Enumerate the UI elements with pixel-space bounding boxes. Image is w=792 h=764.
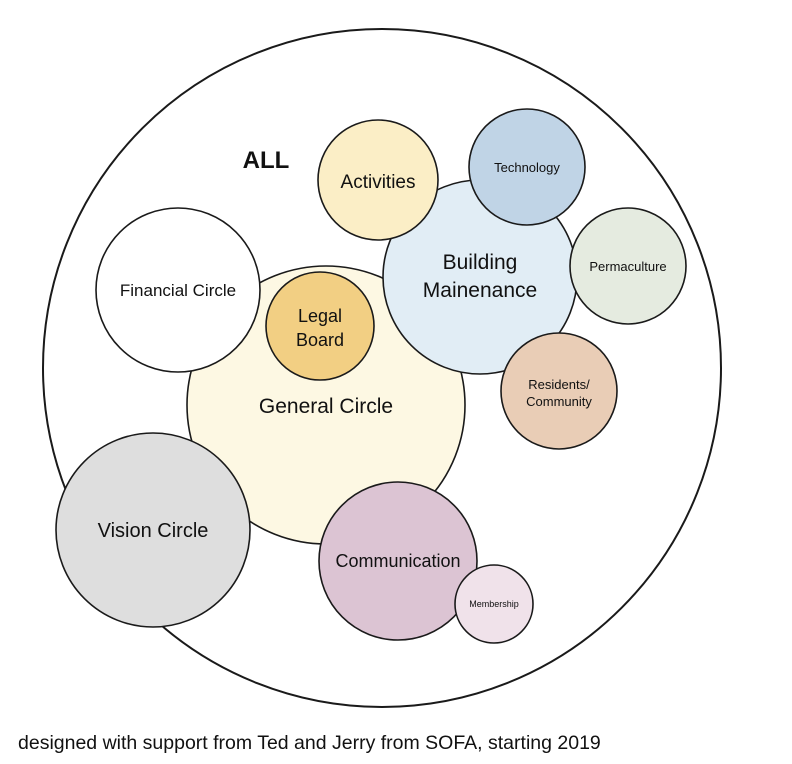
residents-label-line-2: Community: [526, 394, 592, 409]
permaculture-circle-shape: [569, 207, 687, 325]
outer-circle-label: ALL: [243, 147, 290, 174]
legal-label-line-1: Legal: [298, 306, 342, 326]
building-label-line-2: Mainenance: [423, 279, 537, 302]
communication-circle-label: Communication: [335, 551, 460, 571]
permaculture-circle-label: Permaculture: [589, 259, 666, 274]
vision-circle-shape: [55, 432, 251, 628]
membership-circle-shape: [454, 564, 534, 644]
activities-circle-shape: [317, 119, 439, 241]
financial-label-line-1: Financial Circle: [120, 281, 236, 300]
vision-label-line-1: Vision Circle: [98, 520, 209, 542]
residents-label-line-1: Residents/: [528, 377, 590, 392]
activities-circle: Activities: [317, 119, 439, 241]
vision-circle: Vision Circle: [55, 432, 251, 628]
technology-circle: Technology: [468, 108, 586, 226]
activities-circle-label: Activities: [341, 172, 416, 193]
technology-circle-shape: [468, 108, 586, 226]
technology-label-line-1: Technology: [494, 160, 560, 175]
residents-community-circle-label: Residents/Community: [526, 377, 592, 409]
communication-label-line-1: Communication: [335, 551, 460, 571]
financial-circle: Financial Circle: [95, 207, 261, 373]
communication-circle-shape: [318, 481, 478, 641]
footer-credit: designed with support from Ted and Jerry…: [18, 732, 601, 754]
financial-circle-shape: [95, 207, 261, 373]
activities-label-line-1: Activities: [341, 172, 416, 193]
general-circle: General Circle: [186, 265, 466, 545]
building-label-line-1: Building: [443, 251, 518, 274]
residents-community-circle-shape: [500, 332, 618, 450]
communication-circle: Communication: [318, 481, 478, 641]
technology-circle-label: Technology: [494, 160, 560, 175]
permaculture-label-line-1: Permaculture: [589, 259, 666, 274]
vision-circle-label: Vision Circle: [98, 520, 209, 542]
legal-board-circle-shape: [265, 271, 375, 381]
general-circle-label: General Circle: [259, 395, 393, 418]
legal-label-line-2: Board: [296, 330, 344, 350]
financial-circle-label: Financial Circle: [120, 281, 236, 300]
residents-community-circle: Residents/Community: [500, 332, 618, 450]
membership-circle: Membership: [454, 564, 534, 644]
permaculture-circle: Permaculture: [569, 207, 687, 325]
general-label-line-1: General Circle: [259, 395, 393, 418]
membership-label-line-1: Membership: [469, 599, 519, 609]
membership-circle-label: Membership: [469, 599, 519, 609]
